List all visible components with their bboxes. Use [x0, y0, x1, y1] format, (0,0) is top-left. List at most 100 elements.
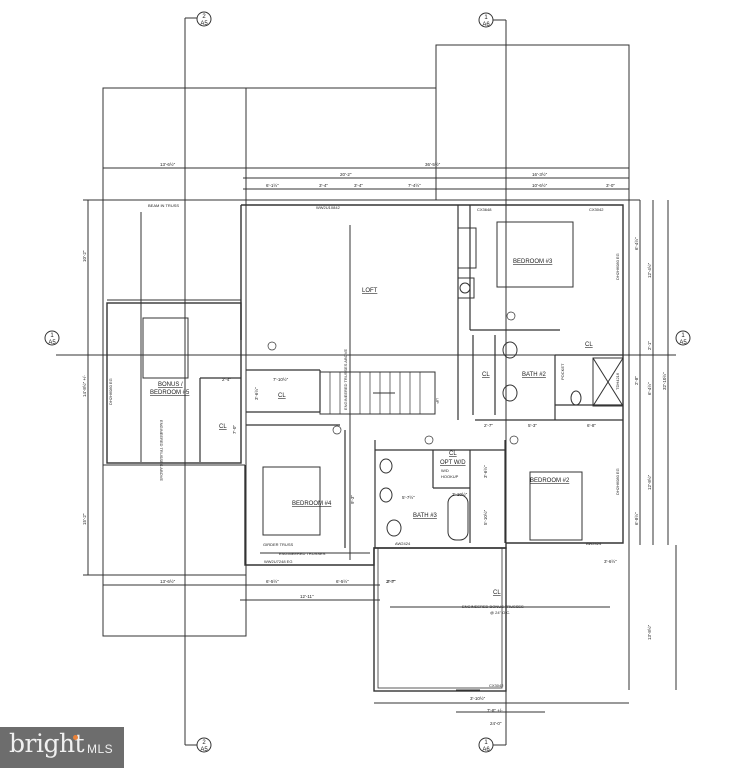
- svg-text:UP: UP: [435, 398, 440, 404]
- svg-text:CX3648: CX3648: [477, 207, 492, 212]
- room-label-bath-2: BATH #2: [522, 372, 547, 378]
- note-trusses-above: ENGINEERED TRUSSES ABOVE: [343, 349, 348, 410]
- svg-text:14'-8½" +/-: 14'-8½" +/-: [81, 375, 87, 397]
- svg-text:A6: A6: [482, 747, 490, 753]
- svg-text:15'-2": 15'-2": [82, 513, 87, 525]
- svg-text:6'-8½": 6'-8½": [633, 512, 639, 525]
- svg-text:3'-6½": 3'-6½": [482, 465, 488, 478]
- svg-text:2: 2: [202, 14, 206, 20]
- section-marker-1-a6-top: 1 A6: [478, 12, 494, 28]
- svg-text:7'-8" +/-: 7'-8" +/-: [487, 708, 503, 713]
- room-label-closet: CL: [585, 342, 593, 348]
- room-label-bedroom-5: BEDROOM #5: [150, 390, 190, 396]
- svg-text:2: 2: [202, 740, 206, 746]
- room-label-bonus: BONUS /: [158, 382, 183, 388]
- note-beam-in-truss: BEAM IN TRUSS: [148, 203, 179, 208]
- room-label-bedroom-2: BEDROOM #2: [530, 478, 570, 484]
- svg-text:HOOKUP: HOOKUP: [441, 474, 459, 479]
- svg-text:12'-4½": 12'-4½": [646, 262, 652, 278]
- svg-text:3'-6½": 3'-6½": [253, 387, 259, 400]
- svg-text:6'-4½": 6'-4½": [633, 237, 639, 250]
- staircase: [319, 371, 436, 415]
- svg-text:5'-3": 5'-3": [528, 423, 537, 428]
- svg-text:36'-5½": 36'-5½": [425, 161, 441, 167]
- svg-text:@ 24" O.C.: @ 24" O.C.: [490, 610, 510, 615]
- svg-text:12'-11": 12'-11": [300, 594, 314, 599]
- roof-outline-left: [102, 87, 247, 637]
- svg-text:32'-10½": 32'-10½": [661, 372, 667, 390]
- svg-text:W/D: W/D: [441, 468, 449, 473]
- svg-text:DH2H6080 EG: DH2H6080 EG: [108, 378, 113, 405]
- room-label-closet: CL: [219, 424, 227, 430]
- svg-text:3'-0": 3'-0": [606, 183, 615, 188]
- svg-text:1: 1: [484, 740, 488, 746]
- room-label-closet: CL: [449, 451, 457, 457]
- bed-2: [529, 471, 583, 541]
- svg-text:CX3042: CX3042: [589, 207, 604, 212]
- room-label-closet: CL: [278, 393, 286, 399]
- svg-text:7'-0": 7'-0": [232, 425, 237, 434]
- svg-text:3'-4": 3'-4": [319, 183, 328, 188]
- section-marker-2-a5-bottom: 2 A5: [196, 737, 212, 753]
- note-girder-truss: GIRDER TRUSS: [263, 542, 293, 547]
- watermark-brand: bright: [9, 729, 85, 758]
- svg-text:16'-3½": 16'-3½": [532, 171, 548, 177]
- svg-text:1: 1: [681, 333, 685, 339]
- svg-text:6'-1½": 6'-1½": [266, 182, 279, 188]
- svg-text:13'-6½": 13'-6½": [160, 578, 176, 584]
- svg-text:7'-4½": 7'-4½": [408, 182, 421, 188]
- watermark-suffix: MLS: [87, 742, 114, 756]
- svg-text:CX3042: CX3042: [489, 683, 504, 688]
- svg-text:6'-4½": 6'-4½": [646, 382, 652, 395]
- svg-text:WW2U10842: WW2U10842: [316, 205, 341, 210]
- svg-text:13'-8½": 13'-8½": [646, 624, 652, 640]
- note-engineered-bonus-trusses: ENGINEERED BONUS TRUSSES: [462, 604, 524, 609]
- svg-text:10'-2": 10'-2": [82, 250, 87, 262]
- room-label-bedroom-3: BEDROOM #3: [513, 259, 553, 265]
- svg-text:AW2424: AW2424: [586, 541, 602, 546]
- room-label-loft: LOFT: [362, 288, 378, 294]
- svg-text:A5: A5: [679, 340, 687, 346]
- room-label-opt-wd: OPT W/D: [440, 460, 466, 466]
- svg-text:3'-10½": 3'-10½": [452, 491, 468, 497]
- room-label-bedroom-4: BEDROOM #4: [292, 501, 332, 507]
- svg-text:2'-1": 2'-1": [647, 341, 652, 350]
- section-marker-2-a5-top: 2 A5: [196, 11, 212, 27]
- svg-text:AW2424: AW2424: [395, 541, 411, 546]
- svg-text:POCKET: POCKET: [560, 363, 565, 380]
- svg-text:6'-5½": 6'-5½": [336, 578, 349, 584]
- svg-text:13'-6½": 13'-6½": [160, 161, 176, 167]
- watermark-accent-dot: [73, 735, 78, 740]
- svg-text:9'-3": 9'-3": [350, 495, 355, 504]
- svg-text:WW2U7248 EG: WW2U7248 EG: [264, 559, 292, 564]
- bed-4: [262, 466, 321, 536]
- section-marker-1-a6-bottom: 1 A6: [478, 737, 494, 753]
- svg-text:5'-7½": 5'-7½": [402, 494, 415, 500]
- svg-text:12'-8½": 12'-8½": [646, 474, 652, 490]
- svg-text:2'-7": 2'-7": [387, 579, 396, 584]
- svg-text:A6: A6: [482, 22, 490, 28]
- svg-text:10'-6½": 10'-6½": [532, 182, 548, 188]
- svg-text:2'-4": 2'-4": [222, 377, 231, 382]
- svg-text:20'-2": 20'-2": [340, 172, 352, 177]
- svg-text:3'-6½": 3'-6½": [604, 558, 617, 564]
- svg-text:A5: A5: [200, 747, 208, 753]
- room-label-bath-3: BATH #3: [413, 513, 438, 519]
- svg-text:TDH4216: TDH4216: [615, 372, 620, 390]
- bed-3: [496, 221, 574, 288]
- svg-text:3'-4": 3'-4": [354, 183, 363, 188]
- svg-text:2'-8": 2'-8": [634, 376, 639, 385]
- room-label-closet: CL: [493, 590, 501, 596]
- svg-text:ENGINEERED TRUSSES ABOVE: ENGINEERED TRUSSES ABOVE: [159, 420, 164, 481]
- svg-text:A5: A5: [200, 21, 208, 27]
- section-marker-1-a5-left: 1 A5: [44, 330, 60, 346]
- svg-text:7'-10½": 7'-10½": [273, 376, 289, 382]
- section-marker-1-a5-right: 1 A5: [675, 330, 691, 346]
- svg-text:2'-7": 2'-7": [386, 579, 395, 584]
- svg-text:1: 1: [484, 15, 488, 21]
- svg-text:DH2H6080 EG: DH2H6080 EG: [615, 253, 620, 280]
- bright-mls-watermark: bright MLS: [0, 727, 124, 768]
- room-label-closet: CL: [482, 372, 490, 378]
- svg-text:5'-10½": 5'-10½": [482, 509, 488, 525]
